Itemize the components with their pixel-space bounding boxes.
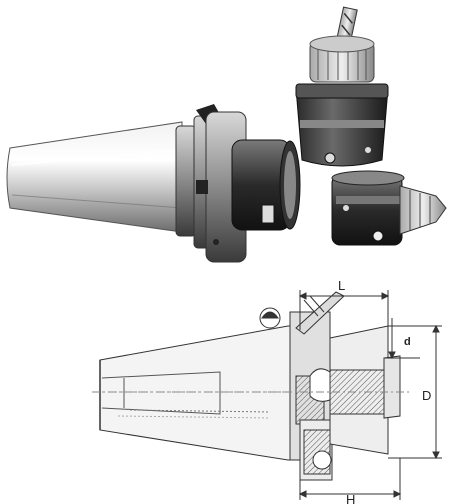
flange-ring-1 bbox=[175, 125, 197, 237]
dimension-label-H: H bbox=[346, 492, 355, 504]
drawing-taper-outline bbox=[99, 325, 301, 461]
dimension-label-d: d bbox=[404, 336, 411, 348]
small-collet-body bbox=[331, 174, 403, 246]
taper-shank bbox=[6, 121, 183, 233]
dimension-label-L: L bbox=[338, 278, 345, 293]
tool-holder-photo bbox=[6, 104, 301, 263]
dimension-lines bbox=[298, 290, 442, 500]
technical-drawing bbox=[92, 291, 410, 481]
collet-nut-photo bbox=[295, 6, 389, 167]
dimension-label-D: D bbox=[422, 388, 431, 403]
small-collet-photo bbox=[331, 170, 447, 246]
small-collet-nose bbox=[399, 185, 447, 235]
